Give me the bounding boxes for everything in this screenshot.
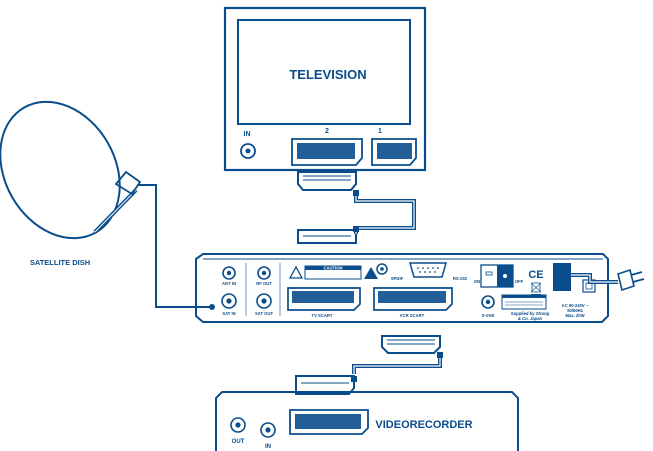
coax-connector bbox=[209, 304, 215, 310]
sat-out-label: SAT OUT bbox=[255, 311, 274, 316]
off-label: OFF bbox=[515, 279, 524, 284]
sat-out-jack[interactable] bbox=[256, 293, 272, 309]
tv-scart-2-label: 2 bbox=[325, 128, 329, 135]
spdif-jack[interactable] bbox=[376, 263, 388, 275]
tv-scart-1-label: 1 bbox=[378, 128, 382, 135]
svhs-jack[interactable] bbox=[481, 295, 495, 309]
power-plug-icon bbox=[617, 268, 645, 292]
rs232-label: RS-232 bbox=[453, 276, 468, 281]
satellite-dish-label: SATELLITE DISH bbox=[30, 258, 90, 267]
satellite-dish: SATELLITE DISH bbox=[0, 100, 142, 267]
vcr-in-jack[interactable] bbox=[260, 422, 276, 438]
spdif-label: SPDIF bbox=[391, 276, 404, 281]
rf-out-jack[interactable] bbox=[257, 266, 271, 280]
svhs-label: S-VHS bbox=[482, 313, 495, 318]
sat-in-label: SAT IN bbox=[222, 311, 235, 316]
sat-in-jack[interactable] bbox=[221, 293, 237, 309]
vcr-scart-port[interactable] bbox=[289, 409, 369, 435]
on-label: ON bbox=[474, 279, 480, 284]
warning-triangle-icon bbox=[288, 265, 304, 279]
receiver: ANT IN SAT IN RF OUT SAT OUT CAUTION bbox=[195, 253, 609, 323]
power-cable-strain-relief bbox=[553, 263, 571, 291]
vcr-out-label: OUT bbox=[232, 439, 245, 445]
caution-label: CAUTION bbox=[323, 266, 342, 271]
coax-cable-dish bbox=[138, 184, 212, 308]
ac-rating-label-3: Max. 20W bbox=[565, 313, 584, 318]
supplied-by-label-2: & Co. Japan bbox=[518, 316, 543, 321]
supplied-by-label: Supplied by Strong bbox=[511, 311, 550, 316]
television-title: TELEVISION bbox=[289, 67, 366, 82]
videorecorder-title: VIDEORECORDER bbox=[375, 419, 472, 431]
ac-rating-label-2: 50/60Hz bbox=[567, 308, 583, 313]
serial-number-plate bbox=[501, 294, 547, 310]
tv-scart-label: TV SCART bbox=[312, 313, 333, 318]
vcr-scart-label: VCR SCART bbox=[400, 313, 425, 318]
television: TELEVISION IN 2 1 bbox=[223, 6, 427, 172]
receiver-tv-scart-port[interactable] bbox=[287, 287, 361, 311]
tv-antenna-in-jack[interactable] bbox=[240, 143, 256, 159]
ce-mark: CE bbox=[528, 269, 543, 281]
power-cable bbox=[571, 268, 645, 292]
ac-rating-label: AC 90-240V ~ bbox=[562, 303, 589, 308]
scart-cable-tv bbox=[297, 171, 416, 244]
receiver-vcr-scart-port[interactable] bbox=[373, 287, 453, 311]
tv-in-label: IN bbox=[244, 131, 251, 138]
recycle-bin-icon bbox=[530, 282, 542, 296]
videorecorder: OUT IN VIDEORECORDER bbox=[215, 391, 519, 451]
ant-in-jack[interactable] bbox=[222, 266, 236, 280]
tv-scart-1-port[interactable] bbox=[371, 138, 417, 166]
lnb-icon bbox=[114, 170, 142, 196]
vcr-out-jack[interactable] bbox=[230, 417, 246, 433]
ant-in-label: ANT IN bbox=[222, 281, 236, 286]
vcr-in-label: IN bbox=[265, 444, 271, 450]
rf-out-label: RF OUT bbox=[256, 281, 272, 286]
power-switch[interactable] bbox=[480, 264, 514, 288]
warning-bolt-icon bbox=[364, 267, 378, 279]
tv-scart-2-port[interactable] bbox=[291, 138, 363, 166]
scart-cable-vcr bbox=[295, 335, 443, 395]
rs232-port[interactable] bbox=[409, 262, 447, 278]
